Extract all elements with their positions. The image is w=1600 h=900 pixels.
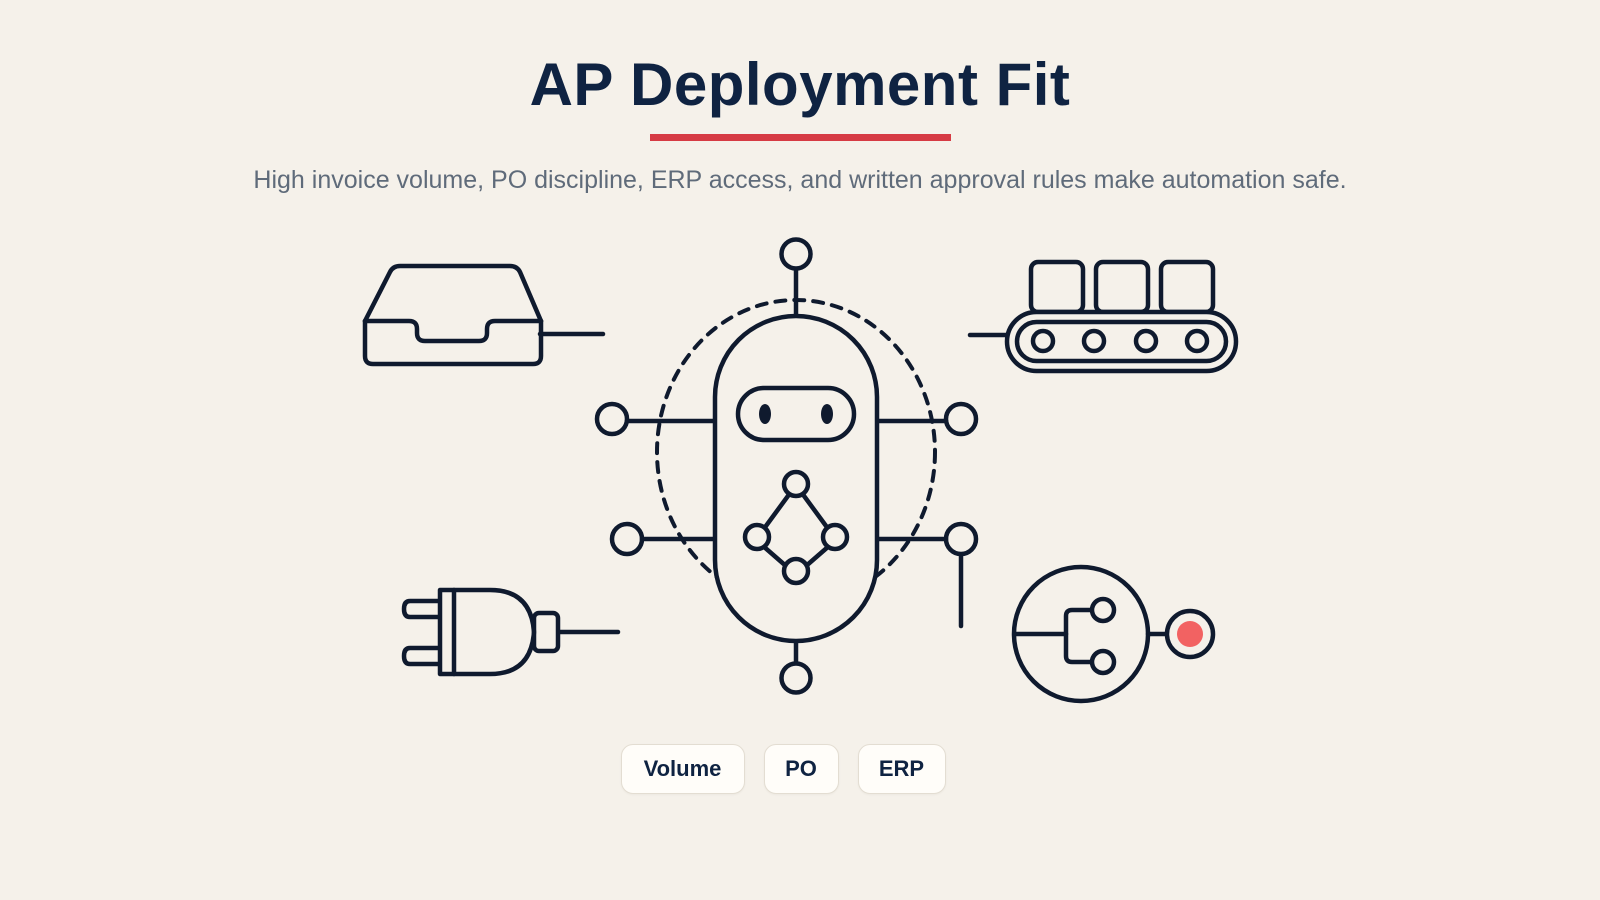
top-antenna-node	[779, 237, 813, 319]
conveyor-belt-icon	[1004, 259, 1239, 374]
status-dot	[1177, 621, 1203, 647]
criteria-chips: Volume PO ERP	[0, 744, 1600, 794]
connector-inbox	[537, 331, 718, 437]
chip-volume: Volume	[620, 744, 745, 794]
connector-plug	[557, 521, 718, 635]
switch-dial-icon	[1011, 564, 1216, 704]
page-title: AP Deployment Fit	[529, 51, 1071, 118]
inbox-tray-icon	[362, 263, 544, 367]
chip-po: PO	[763, 744, 839, 794]
page-subtitle: High invoice volume, PO discipline, ERP …	[253, 166, 1347, 194]
title-underline	[650, 134, 951, 141]
chip-erp: ERP	[857, 744, 946, 794]
connector-switch	[874, 521, 979, 629]
network-diamond-icon	[742, 469, 850, 586]
power-plug-icon	[401, 587, 561, 677]
bottom-antenna-node	[779, 633, 813, 695]
connector-conveyor	[874, 332, 1011, 437]
